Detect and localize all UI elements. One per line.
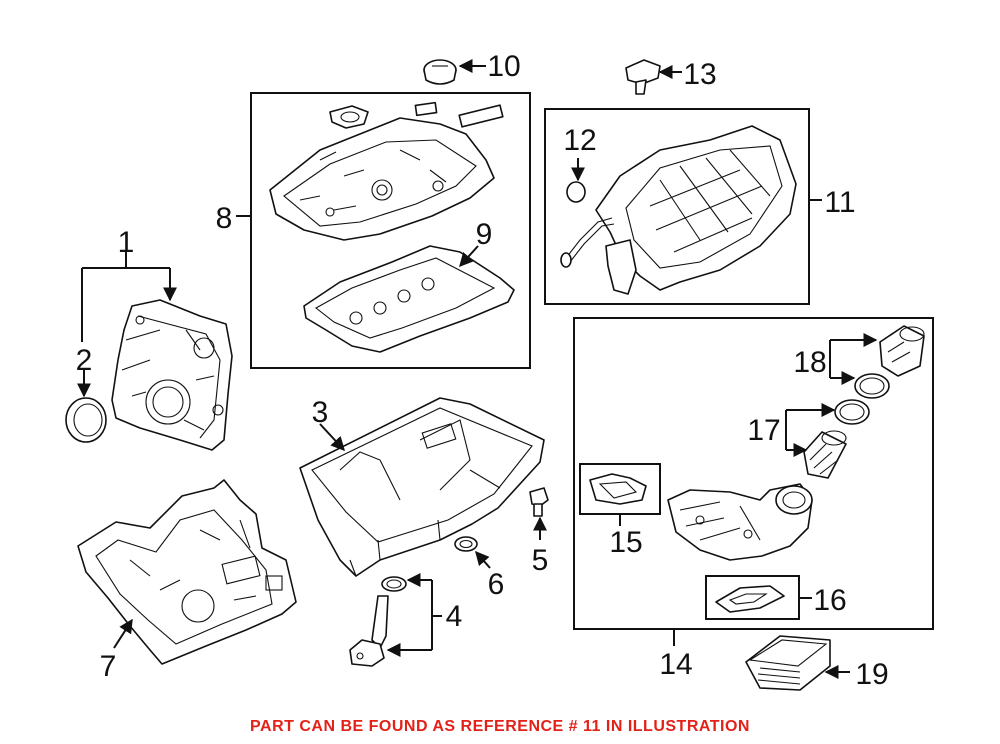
drain-bolt-part bbox=[529, 487, 549, 517]
callout-1: 1 bbox=[118, 226, 135, 259]
manifold-o-ring-part bbox=[566, 181, 586, 203]
group-box-valve-cover bbox=[250, 92, 531, 369]
valve-cover-gasket-part bbox=[303, 245, 515, 353]
oil-filler-cap-part bbox=[423, 59, 457, 85]
callout-9: 9 bbox=[476, 218, 493, 251]
crank-seal-part bbox=[65, 397, 107, 443]
oil-cooler-part bbox=[745, 635, 831, 691]
callout-6: 6 bbox=[488, 568, 505, 601]
callout-17: 17 bbox=[747, 414, 780, 447]
group-box-intake-manifold bbox=[544, 108, 810, 305]
callout-11: 11 bbox=[824, 186, 855, 219]
callout-12: 12 bbox=[563, 124, 596, 157]
callout-2: 2 bbox=[76, 344, 93, 377]
callout-3: 3 bbox=[312, 396, 329, 429]
callout-19: 19 bbox=[855, 658, 888, 691]
drain-washer-part bbox=[454, 536, 478, 552]
callout-18: 18 bbox=[793, 346, 826, 379]
housing-gasket-15-part bbox=[589, 473, 647, 505]
intake-manifold-part bbox=[560, 125, 797, 295]
callout-14: 14 bbox=[659, 648, 692, 681]
callout-10: 10 bbox=[487, 50, 520, 83]
reference-note: PART CAN BE FOUND AS REFERENCE # 11 IN I… bbox=[250, 718, 750, 735]
callout-4: 4 bbox=[446, 600, 463, 633]
timing-cover-part bbox=[111, 299, 233, 451]
housing-gasket-16-part bbox=[715, 585, 785, 613]
group-box-oil-filter-housing bbox=[573, 317, 934, 630]
map-sensor-part bbox=[625, 59, 661, 95]
callout-8: 8 bbox=[216, 202, 233, 235]
oil-level-sensor-part bbox=[349, 576, 407, 667]
leader-lines bbox=[77, 59, 878, 679]
callout-7: 7 bbox=[100, 650, 117, 683]
callout-16: 16 bbox=[813, 584, 846, 617]
filter-cap-o-ring-18-part bbox=[854, 373, 890, 399]
valve-cover-part bbox=[269, 101, 504, 241]
callout-15: 15 bbox=[609, 526, 642, 559]
oil-pan-part bbox=[299, 397, 545, 577]
filter-o-ring-17-part bbox=[834, 399, 870, 425]
oil-filter-element-part bbox=[803, 430, 847, 479]
callout-13: 13 bbox=[683, 58, 716, 91]
engine-shield-part bbox=[77, 479, 297, 665]
oil-filter-cap-part bbox=[879, 325, 925, 377]
oil-filter-housing-part bbox=[667, 483, 813, 561]
callout-5: 5 bbox=[532, 544, 549, 577]
